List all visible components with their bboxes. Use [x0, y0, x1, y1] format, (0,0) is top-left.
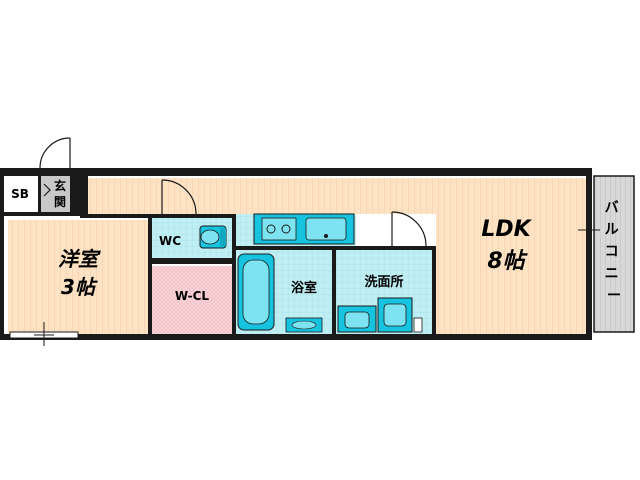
wcl-label: W-CL — [175, 289, 209, 303]
senmenjo-label: 洗面所 — [364, 274, 403, 290]
ldk-floor — [436, 178, 588, 334]
toilet-icon — [199, 225, 227, 249]
yoshitsu-size: 3帖 — [61, 275, 98, 299]
yoshitsu-name: 洋室 — [58, 247, 101, 271]
door-entrance — [39, 137, 71, 169]
ldk-size: 8帖 — [487, 249, 528, 274]
door-washroom — [391, 211, 427, 247]
sb-label: SB — [11, 187, 29, 201]
entrance-floor — [40, 172, 70, 212]
sb-floor — [4, 172, 38, 212]
wcl-floor — [152, 266, 232, 334]
genkan-label-1: 玄 — [54, 178, 66, 193]
balcony-label: バ ル コ ニ ー — [605, 200, 624, 304]
entrance-step-icon — [43, 183, 51, 197]
ldk-name: LDK — [481, 217, 532, 242]
genkan-label-2: 関 — [54, 195, 66, 209]
door-wc — [161, 179, 197, 215]
bathtub-icon — [237, 253, 275, 331]
kitchen-counter — [253, 213, 355, 245]
wc-label: WC — [159, 234, 181, 248]
washing-machine-icon — [377, 297, 423, 333]
bath-sink-icon — [285, 317, 323, 333]
yoshitsu-floor — [8, 220, 148, 334]
yokushitsu-label: 浴室 — [291, 280, 317, 296]
balcony-floor — [594, 176, 634, 332]
balcony-frame — [593, 175, 635, 333]
washbasin-icon — [337, 305, 377, 333]
